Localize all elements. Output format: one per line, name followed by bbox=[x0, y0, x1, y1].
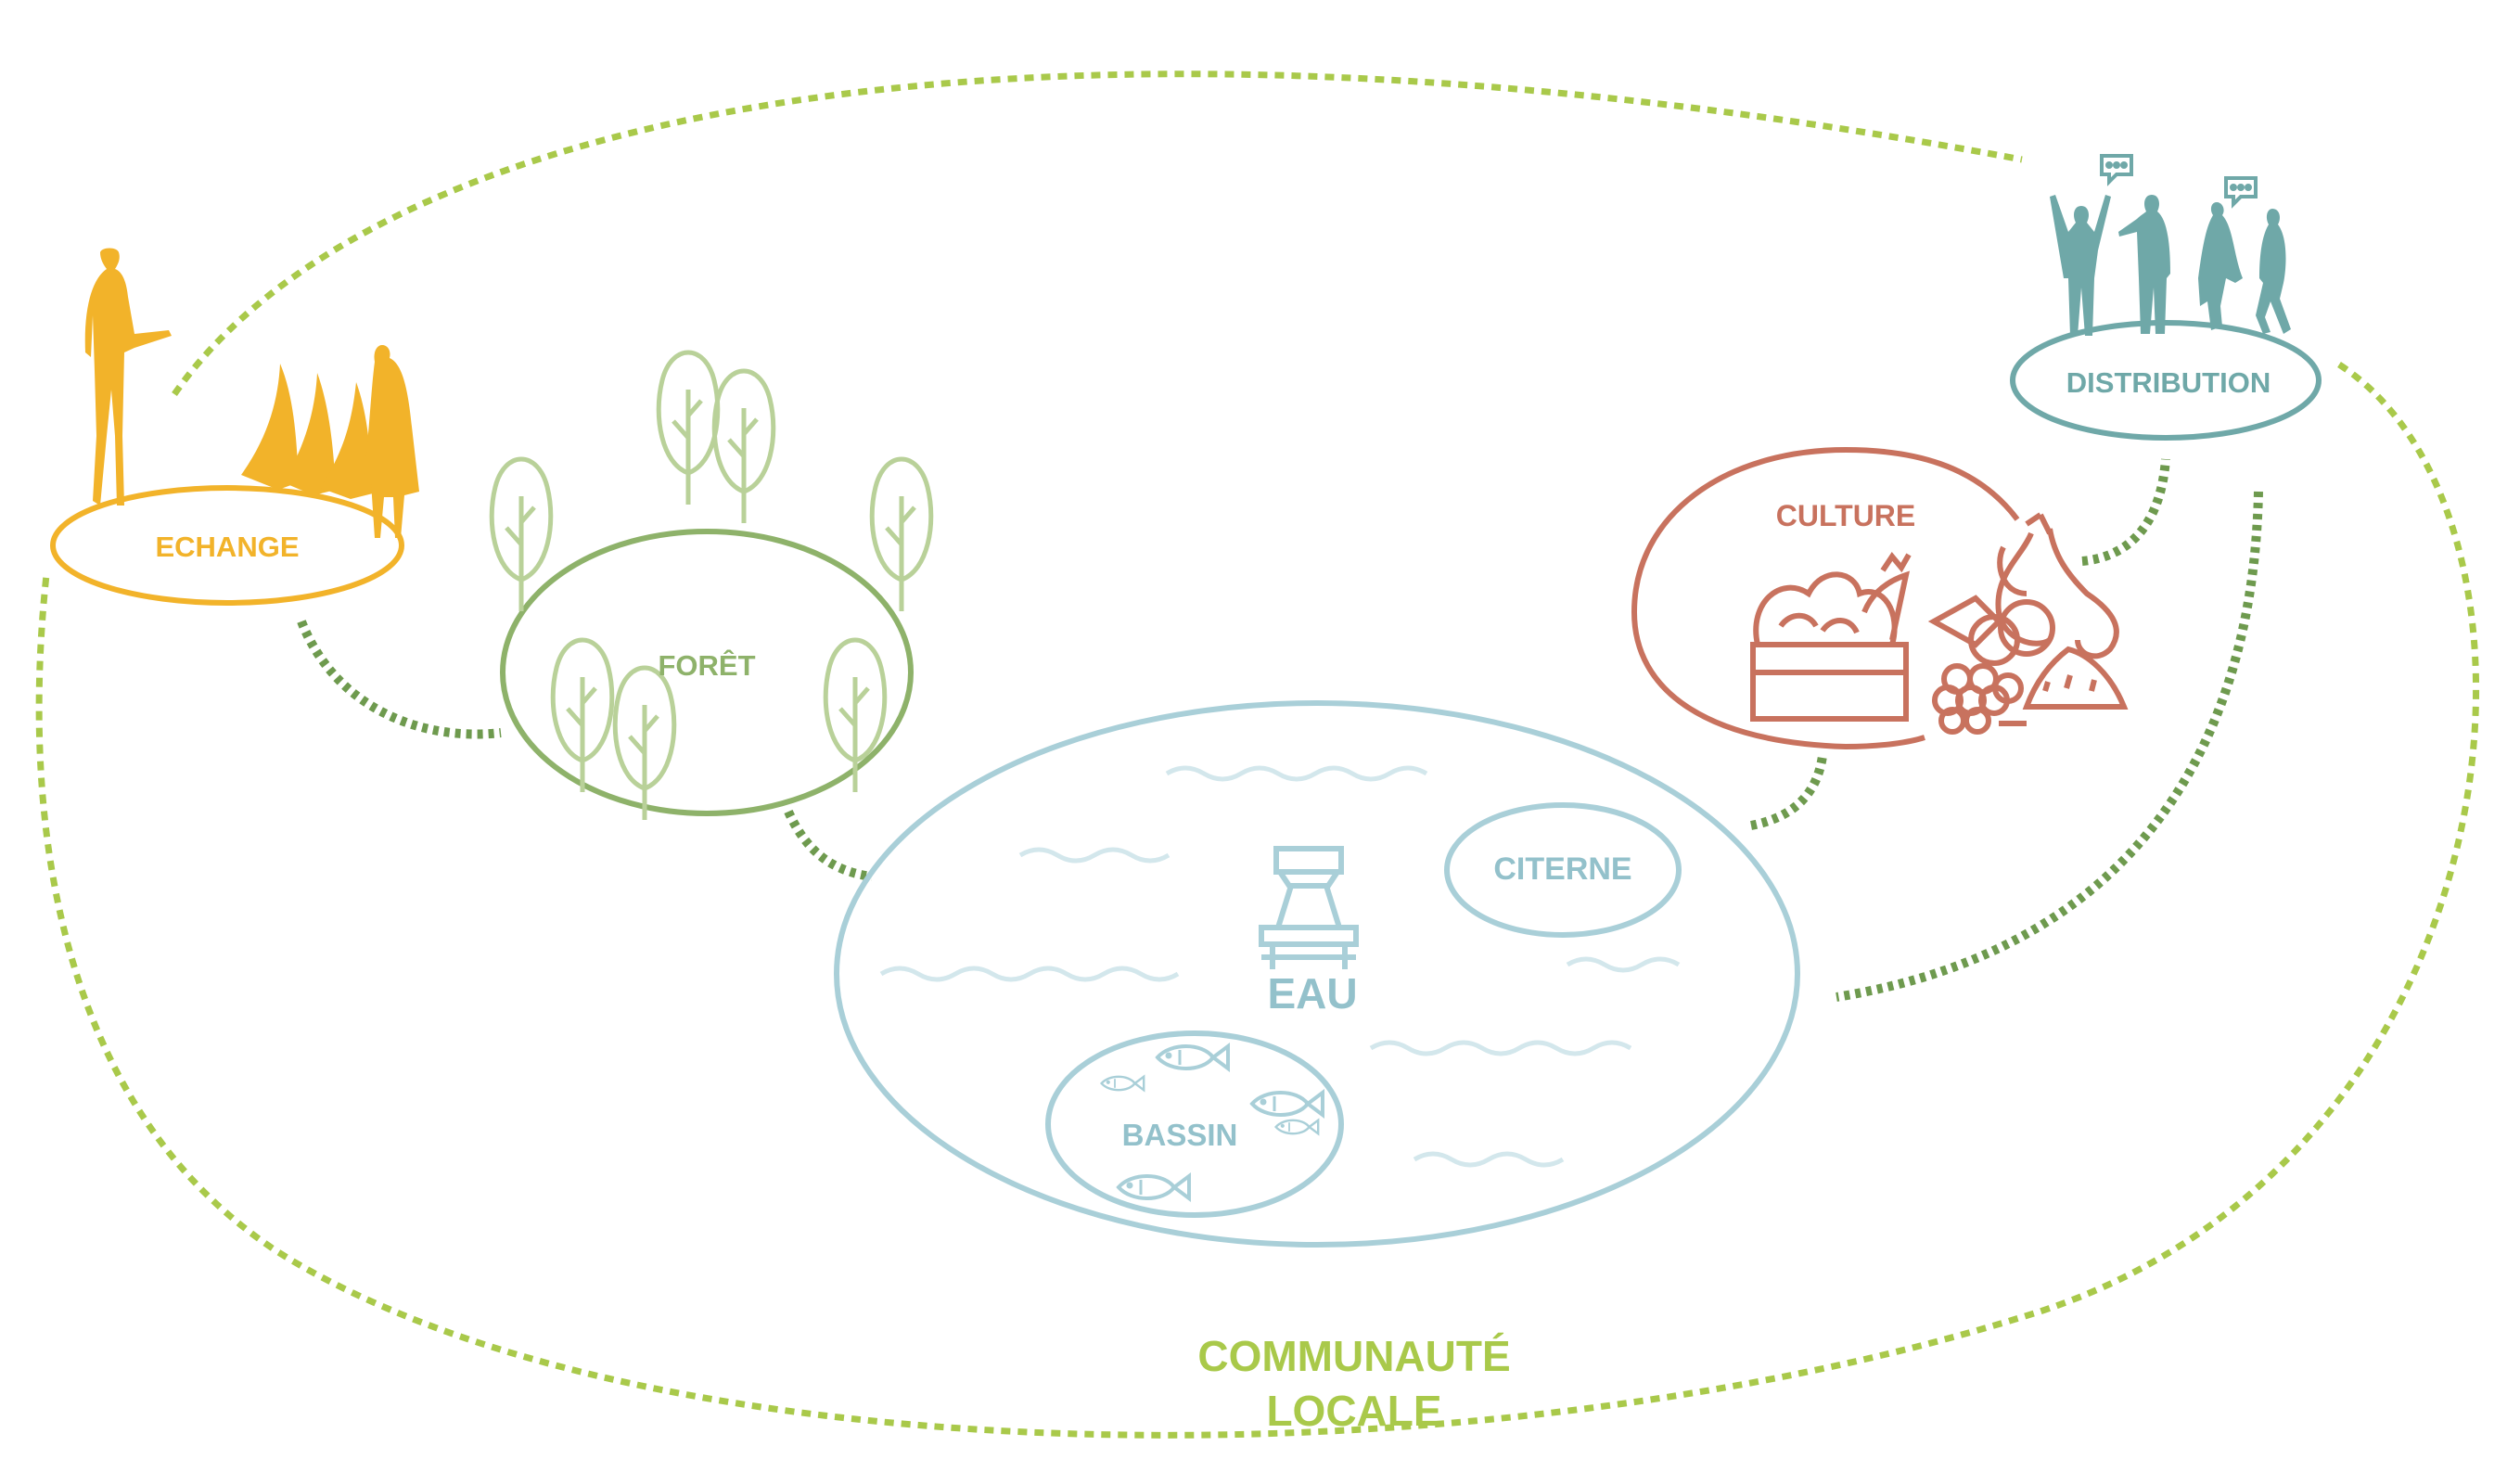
citerne-ellipse bbox=[1444, 802, 1682, 938]
water-tower-icon bbox=[1259, 846, 1359, 969]
community-label-line2: LOCALE bbox=[1266, 1387, 1441, 1435]
foret-ellipse bbox=[500, 529, 914, 816]
distribution-ellipse bbox=[2010, 320, 2322, 441]
connector-eau-culture bbox=[1750, 755, 1827, 830]
bassin-label: BASSIN bbox=[1122, 1118, 1238, 1152]
citerne-label: CITERNE bbox=[1493, 851, 1631, 887]
speech-bubble-icon bbox=[2224, 176, 2258, 209]
tree-icon bbox=[825, 640, 885, 792]
distribution-group: DISTRIBUTION bbox=[2010, 154, 2322, 441]
connectors bbox=[297, 458, 2263, 1002]
foret-group: FORÊT bbox=[492, 352, 931, 820]
community-boundary bbox=[35, 70, 2480, 1439]
people-silhouettes-icon bbox=[2050, 195, 2291, 336]
fish-icon bbox=[1274, 1119, 1320, 1135]
water-waves bbox=[879, 765, 1681, 1168]
tree-icon bbox=[872, 459, 931, 611]
fish-icon bbox=[1250, 1091, 1324, 1117]
connector-echange-foret bbox=[297, 620, 502, 739]
eau-ellipse bbox=[834, 700, 1800, 1248]
tree-icon bbox=[659, 352, 718, 505]
culture-label: CULTURE bbox=[1776, 499, 1916, 532]
community-label-line1: COMMUNAUTÉ bbox=[1197, 1332, 1510, 1380]
speech-bubble-icon bbox=[2100, 154, 2133, 186]
echange-ellipse bbox=[50, 485, 404, 606]
tree-icon bbox=[714, 371, 774, 523]
foret-label: FORÊT bbox=[658, 648, 755, 682]
vegetable-crate-icon bbox=[1750, 551, 1912, 722]
bassin-ellipse bbox=[1045, 1030, 1344, 1218]
people-silhouettes-icon bbox=[84, 248, 419, 538]
connector-culture-distribution bbox=[2081, 458, 2170, 566]
eau-group: EAU CITERNE BASSIN bbox=[834, 700, 1800, 1248]
fish-icon bbox=[1100, 1075, 1145, 1092]
eau-label: EAU bbox=[1267, 969, 1357, 1017]
distribution-label: DISTRIBUTION bbox=[2066, 366, 2271, 399]
echange-group: ECHANGE bbox=[50, 248, 419, 606]
community-label: COMMUNAUTÉ LOCALE bbox=[1197, 1332, 1510, 1435]
fruits-icon bbox=[1927, 512, 2129, 735]
tree-icon bbox=[615, 668, 674, 820]
connector-distribution-eau bbox=[1836, 491, 2263, 1002]
connector-foret-eau bbox=[784, 809, 873, 881]
echange-label: ECHANGE bbox=[155, 531, 299, 563]
fish-icon bbox=[1117, 1174, 1191, 1200]
culture-group: CULTURE bbox=[1631, 446, 2129, 750]
fish-icon bbox=[1156, 1044, 1230, 1070]
culture-ellipse bbox=[1631, 446, 2020, 750]
